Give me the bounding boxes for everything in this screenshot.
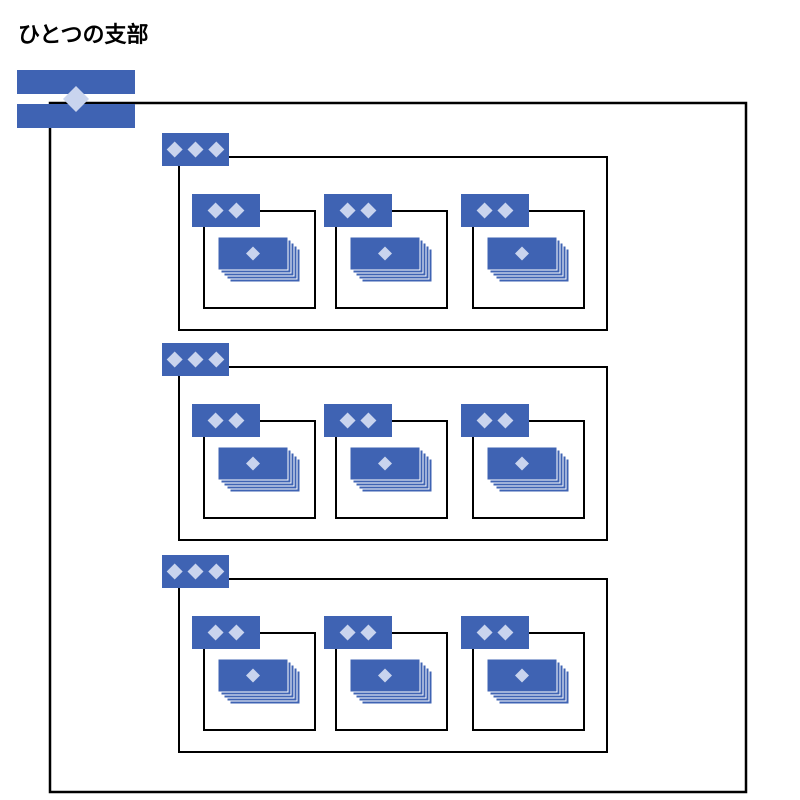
group-3 <box>162 555 608 753</box>
card-stack <box>349 236 433 283</box>
branch-frame <box>48 101 748 794</box>
group-header <box>162 343 229 376</box>
diamond-icon <box>63 86 89 112</box>
diamond-icon <box>339 624 356 641</box>
diamond-icon <box>515 668 529 683</box>
unit-header <box>192 194 260 227</box>
diamond-icon <box>339 202 356 219</box>
branch-root <box>17 70 748 794</box>
diamond-icon <box>228 412 245 429</box>
diamond-icon <box>497 624 514 641</box>
unit-1-1 <box>192 194 316 309</box>
group-2 <box>162 343 608 541</box>
unit-header <box>461 616 529 649</box>
diamond-icon <box>360 412 377 429</box>
diamond-icon <box>360 624 377 641</box>
unit-header <box>324 616 392 649</box>
unit-3-1 <box>192 616 316 731</box>
diamond-icon <box>187 563 204 580</box>
diamond-icon <box>208 351 225 368</box>
diamond-icon <box>208 141 225 158</box>
unit-1-2 <box>324 194 448 309</box>
diamond-icon <box>166 563 183 580</box>
diamond-icon <box>187 351 204 368</box>
card-stack <box>217 236 301 283</box>
diamond-icon <box>208 563 225 580</box>
header-block <box>192 194 260 227</box>
diamond-icon <box>207 412 224 429</box>
diamond-icon <box>515 456 529 471</box>
diamond-icon <box>228 202 245 219</box>
header-block <box>461 616 529 649</box>
diamond-icon <box>166 141 183 158</box>
diamond-icon <box>207 202 224 219</box>
card-stack <box>217 446 301 493</box>
diamond-icon <box>207 624 224 641</box>
unit-2-2 <box>324 404 448 519</box>
unit-2-1 <box>192 404 316 519</box>
diamond-icon <box>497 412 514 429</box>
diamond-icon <box>246 246 260 261</box>
card-stack <box>486 658 570 705</box>
diamond-icon <box>166 351 183 368</box>
diamond-icon <box>246 668 260 683</box>
card-stack <box>486 236 570 283</box>
header-block <box>461 404 529 437</box>
page-title: ひとつの支部 <box>18 23 149 48</box>
header-block <box>461 194 529 227</box>
diamond-icon <box>187 141 204 158</box>
diamond-icon <box>497 202 514 219</box>
diamond-icon <box>246 456 260 471</box>
card-stack <box>217 658 301 705</box>
unit-header <box>324 404 392 437</box>
group-frame <box>178 156 608 331</box>
header-block <box>324 404 392 437</box>
card-stack <box>349 658 433 705</box>
group-header <box>162 133 229 166</box>
header-block <box>324 194 392 227</box>
group-header <box>162 555 229 588</box>
unit-header <box>192 404 260 437</box>
group-frame <box>178 578 608 753</box>
unit-header <box>461 194 529 227</box>
diamond-icon <box>339 412 356 429</box>
unit-2-3 <box>461 404 585 519</box>
diamond-icon <box>228 624 245 641</box>
branch-header <box>17 70 135 128</box>
unit-1-3 <box>461 194 585 309</box>
unit-header <box>324 194 392 227</box>
unit-3-2 <box>324 616 448 731</box>
card-stack <box>486 446 570 493</box>
diamond-icon <box>360 202 377 219</box>
diamond-icon <box>378 668 392 683</box>
header-block <box>192 616 260 649</box>
unit-header <box>461 404 529 437</box>
diamond-icon <box>515 246 529 261</box>
unit-3-3 <box>461 616 585 731</box>
group-frame <box>178 366 608 541</box>
stacked-card-front <box>486 446 558 481</box>
group-1 <box>162 133 608 331</box>
diamond-icon <box>378 246 392 261</box>
diamond-icon <box>378 456 392 471</box>
card-stack <box>349 446 433 493</box>
header-block <box>192 404 260 437</box>
unit-header <box>192 616 260 649</box>
header-block <box>324 616 392 649</box>
stacked-card-front <box>349 658 421 693</box>
diamond-icon <box>476 412 493 429</box>
diamond-icon <box>476 624 493 641</box>
diamond-icon <box>476 202 493 219</box>
